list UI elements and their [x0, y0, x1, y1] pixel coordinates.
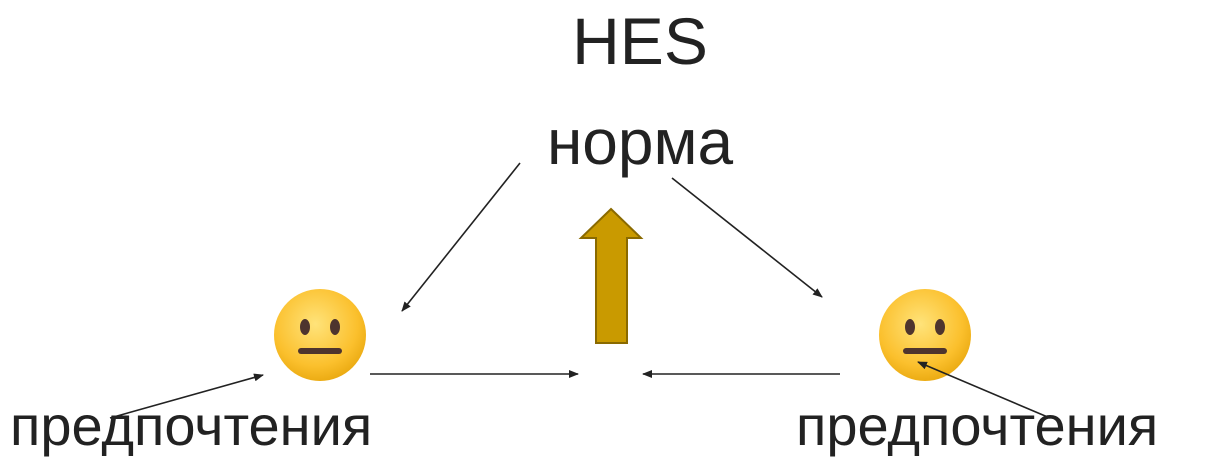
arrow-norm-to-left-agent [401, 162, 521, 312]
arrow-right-preference-to-agent [917, 361, 1051, 419]
norm-label: норма [546, 106, 734, 178]
arrow-left-preference-to-agent [109, 373, 264, 419]
up-arrow-icon [578, 207, 644, 344]
preference-label-left: предпочтения [10, 394, 373, 457]
neutral-face-emoji-icon [274, 289, 366, 381]
preference-label-right: предпочтения [796, 394, 1159, 457]
diagram-title: HES [572, 4, 708, 78]
neutral-face-emoji-icon [879, 289, 971, 381]
arrow-norm-to-right-agent [671, 177, 823, 298]
